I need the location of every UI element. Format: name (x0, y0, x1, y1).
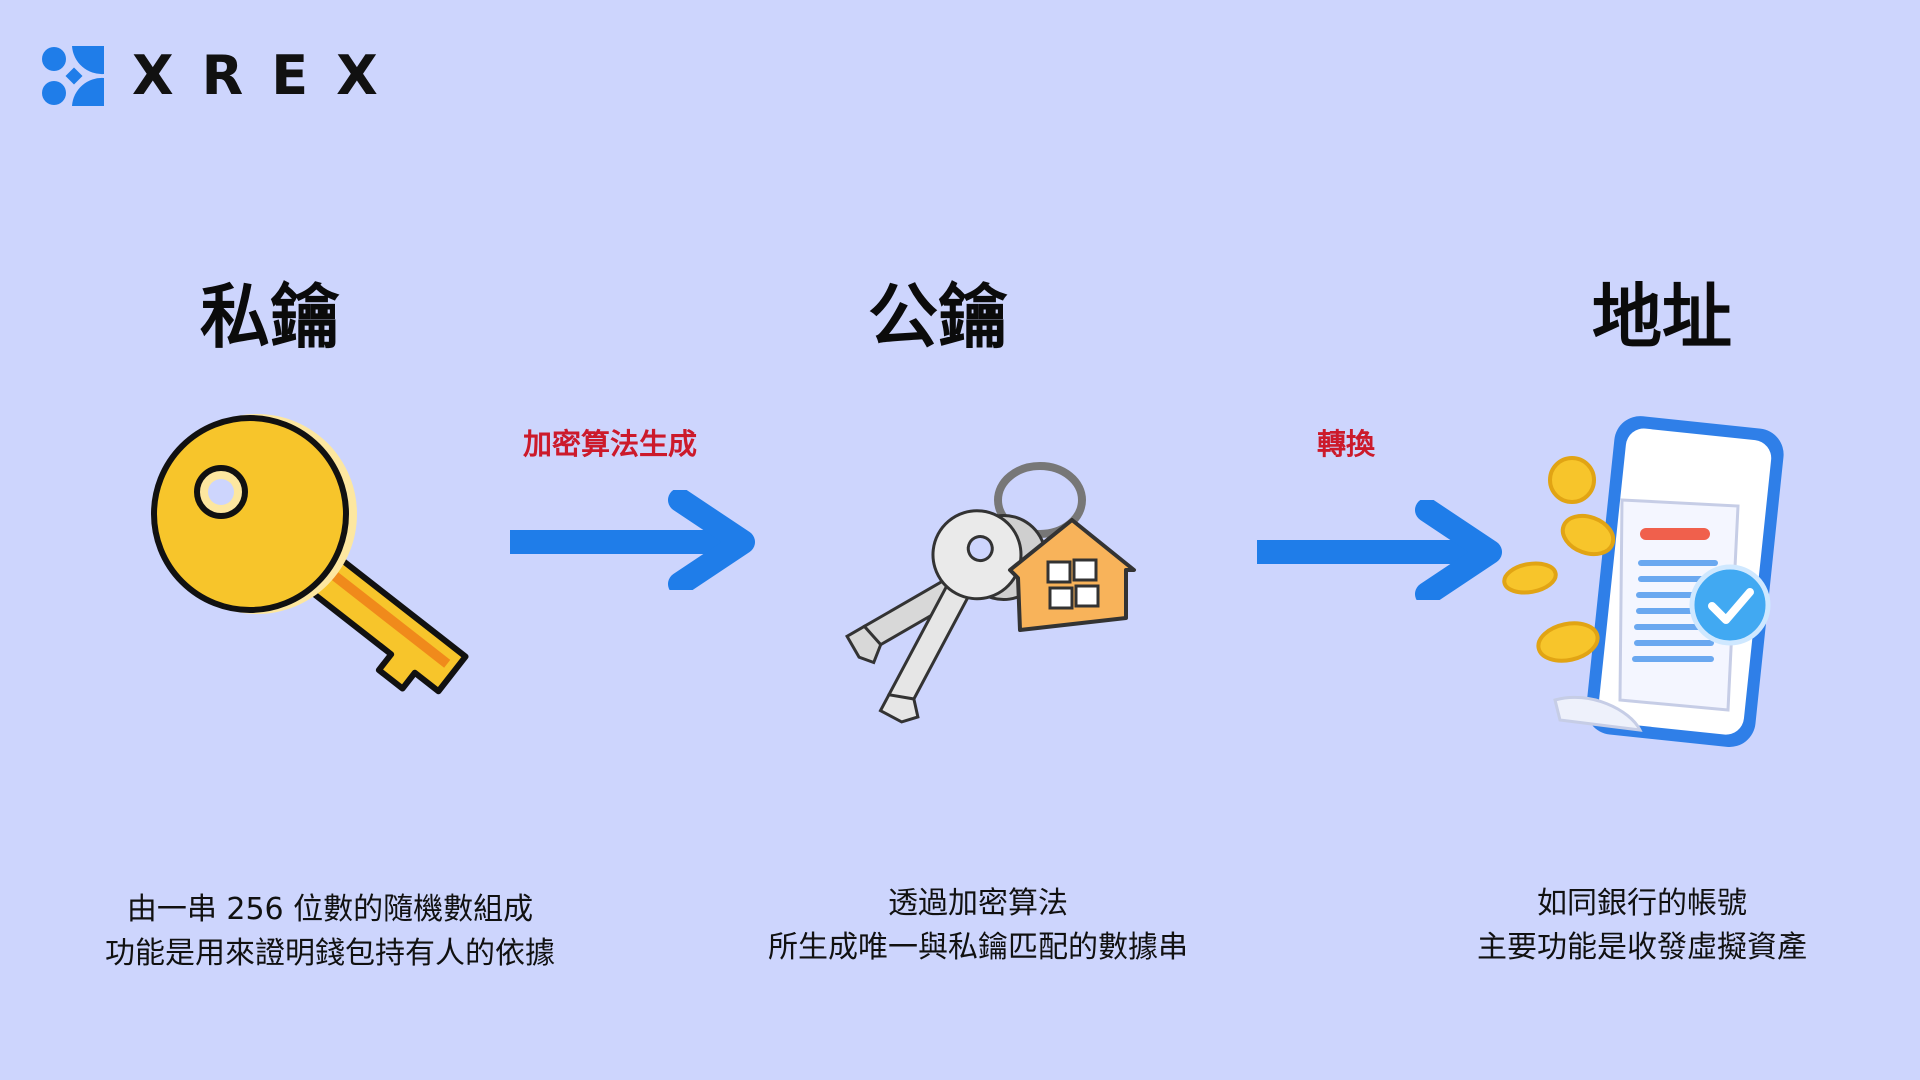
desc-private-key-line1: 由一串 256 位數的隨機數組成 (126, 892, 534, 927)
phone-receipt-coins-icon (1502, 416, 1784, 748)
title-private-key: 私鑰 (200, 276, 340, 358)
step-label-convert: 轉換 (1316, 427, 1375, 461)
desc-public-key-line1: 透過加密算法 (888, 886, 1068, 921)
arrow-right-icon (510, 490, 755, 590)
title-public-key: 公鑰 (868, 276, 1008, 358)
title-address: 地址 (1592, 276, 1732, 358)
desc-private-key-line2: 功能是用來證明錢包持有人的依據 (105, 936, 555, 971)
desc-address: 如同銀行的帳號 主要功能是收發虛擬資產 (1332, 882, 1920, 970)
brand-logo: XREX (38, 44, 406, 108)
arrow-right-icon (1257, 500, 1502, 600)
xrex-logo-mark-icon (42, 46, 104, 106)
brand-name: XREX (132, 44, 406, 107)
keys-with-house-keychain-icon (845, 462, 1136, 724)
golden-key-icon (151, 414, 469, 695)
desc-public-key-line2: 所生成唯一與私鑰匹配的數據串 (768, 930, 1188, 965)
desc-private-key: 由一串 256 位數的隨機數組成 功能是用來證明錢包持有人的依據 (20, 888, 640, 976)
desc-public-key: 透過加密算法 所生成唯一與私鑰匹配的數據串 (668, 882, 1288, 970)
step-label-encrypt: 加密算法生成 (522, 427, 697, 461)
desc-address-line1: 如同銀行的帳號 (1537, 886, 1747, 921)
desc-address-line2: 主要功能是收發虛擬資產 (1477, 930, 1807, 965)
